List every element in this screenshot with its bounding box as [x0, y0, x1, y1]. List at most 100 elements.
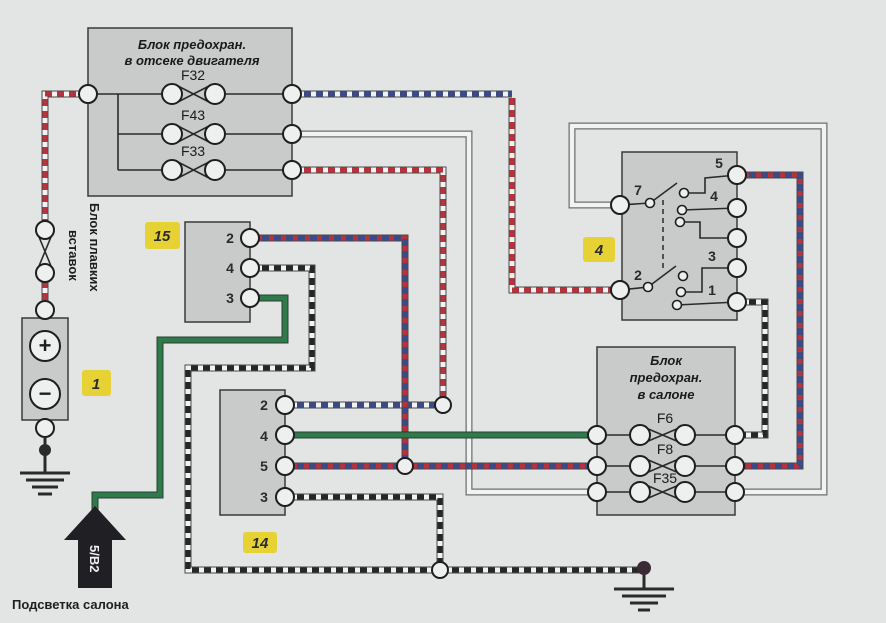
engine-block-input-pin [78, 84, 98, 104]
wire-c15-pin2-stripe [250, 235, 408, 466]
relay-4: 5 7 4 3 2 1 [610, 151, 747, 321]
connector-14: 2 4 5 3 [219, 389, 295, 516]
wire-f33-to-junction [292, 166, 447, 405]
badge-4: 4 [583, 237, 615, 262]
badge-4-text: 4 [594, 242, 604, 259]
cabin-block-f8-in-pin [587, 456, 607, 476]
wire-battery-to-engine-block [41, 90, 88, 222]
cabin-block-f8-out-pin [725, 456, 745, 476]
fusible-link-label-1: Блок плавких [87, 203, 102, 292]
fuse-f43: F43 [161, 107, 226, 145]
cabin-block-f35-in-pin [587, 482, 607, 502]
connector-14-pin-5 [275, 456, 295, 476]
fuse-f35: F35 [629, 470, 696, 503]
svg-text:Блок плавких: Блок плавких [87, 203, 102, 292]
wire-c15-pin3-to-input [91, 294, 289, 512]
relay-4-pin-5 [727, 165, 747, 185]
cabin-fuse-block-title-3: в салоне [637, 387, 694, 402]
relay-4-pin-4 [727, 198, 747, 218]
fuse-f8: F8 [629, 441, 696, 477]
badge-1: 1 [82, 370, 111, 396]
wire-f43-to-f35 [292, 130, 597, 496]
battery-top-pin [35, 300, 55, 320]
connector-14-body [219, 389, 286, 516]
wire-to-relay-pin2 [508, 98, 620, 294]
relay-pin-7-label: 7 [634, 182, 642, 198]
engine-block-f33-out-pin [282, 160, 302, 180]
ground-junction [431, 561, 449, 579]
connector-15-body [184, 221, 251, 323]
badge-15: 15 [145, 222, 180, 249]
wire-c15-pin3-to-input-core [92, 295, 288, 512]
wire-c14-pin3-to-ground-core [285, 494, 443, 570]
connector-14-pin-2-label: 2 [260, 397, 268, 413]
connector-14-pin-3-label: 3 [260, 489, 268, 505]
battery: + − [21, 300, 69, 438]
wire-c14-pin3-to-ground-stripe [285, 494, 443, 570]
badge-14: 14 [243, 532, 277, 553]
fusible-link [35, 220, 55, 283]
engine-block-f43-out-pin [282, 124, 302, 144]
wire-relay1-to-f6 [735, 298, 769, 439]
fuse-f6-label: F6 [657, 410, 674, 426]
diagram-caption: Подсветка салона [12, 597, 130, 612]
connector-14-pin-3 [275, 487, 295, 507]
badge-1-text: 1 [92, 376, 100, 393]
cabin-fuse-block: Блок предохран. в салоне F6 F8 F35 [587, 346, 745, 516]
wire-c15-pin4-to-ground-stripe [185, 265, 440, 573]
wire-c15-pin4-to-ground [184, 264, 440, 574]
battery-minus-terminal [29, 378, 61, 410]
badge-15-text: 15 [154, 228, 171, 245]
cabin-fuse-block-title-2: предохран. [630, 370, 703, 385]
svg-text:вставок: вставок [66, 230, 81, 281]
cabin-block-f6-out-pin [725, 425, 745, 445]
wire-c14-pin3-to-ground [285, 493, 444, 570]
engine-fuse-block-title-2: в отсеке двигателя [124, 53, 259, 68]
wire-battery-to-engine-block-stripe [42, 91, 88, 222]
plus-icon: + [39, 333, 52, 358]
wire-relay7-to-f35-core [569, 123, 827, 495]
wire-c14-pin3-to-ground-outline [285, 493, 444, 570]
connector-15-pin-3 [240, 288, 260, 308]
relay-pin-4-label: 4 [710, 188, 718, 204]
relay-4-pin-3 [727, 258, 747, 278]
battery-plus-terminal [29, 330, 61, 362]
wire-relay7-to-f35 [568, 122, 828, 496]
wire-relay1-to-f6-core [735, 299, 768, 438]
input-arrow-5-b2: 5/В2 [64, 506, 126, 588]
cabin-block-f35-out-pin [725, 482, 745, 502]
fuse-f43-label: F43 [181, 107, 205, 123]
relay-4-pin-1 [727, 292, 747, 312]
arrow-up-icon [64, 506, 126, 588]
relay-4-pin-2 [610, 280, 630, 300]
wire-relay5-to-f8 [735, 171, 804, 470]
badge-14-text: 14 [252, 535, 269, 552]
ground-icon [20, 437, 70, 496]
wire-f43-to-f35-core [292, 131, 597, 495]
connector-14-pin-2 [275, 395, 295, 415]
wires-layer [41, 90, 828, 574]
wire-relay1-to-f6-outline [735, 298, 769, 439]
fusible-link-bottom-pin [35, 263, 55, 283]
engine-fuse-block-title-1: Блок предохран. [138, 37, 246, 52]
fuse-f35-label: F35 [653, 470, 677, 486]
relay-pin-5-label: 5 [715, 155, 723, 171]
relay-4-pin-7 [610, 195, 630, 215]
fuse-f33-label: F33 [181, 143, 205, 159]
battery-bottom-pin [35, 418, 55, 438]
wire-to-relay-pin2-stripe [509, 98, 620, 293]
junction-14-2 [434, 396, 452, 414]
fuse-f32: F32 [161, 67, 226, 105]
connector-14-pin-4-label: 4 [260, 428, 268, 444]
wire-relay5-to-f8-stripe [735, 172, 803, 469]
engine-block-f32-out-pin [282, 84, 302, 104]
wire-battery-to-engine-block-outline [41, 90, 88, 222]
wire-f33-to-junction-stripe [292, 167, 446, 405]
connector-15: 2 4 3 [184, 221, 260, 323]
connector-15-pin-4-label: 4 [226, 260, 234, 276]
connector-14-pin-4 [275, 425, 295, 445]
connector-15-pin-3-label: 3 [226, 290, 234, 306]
wire-relay1-to-f6-stripe [735, 299, 768, 438]
engine-fuse-block: Блок предохран. в отсеке двигателя F32 F… [78, 27, 302, 197]
